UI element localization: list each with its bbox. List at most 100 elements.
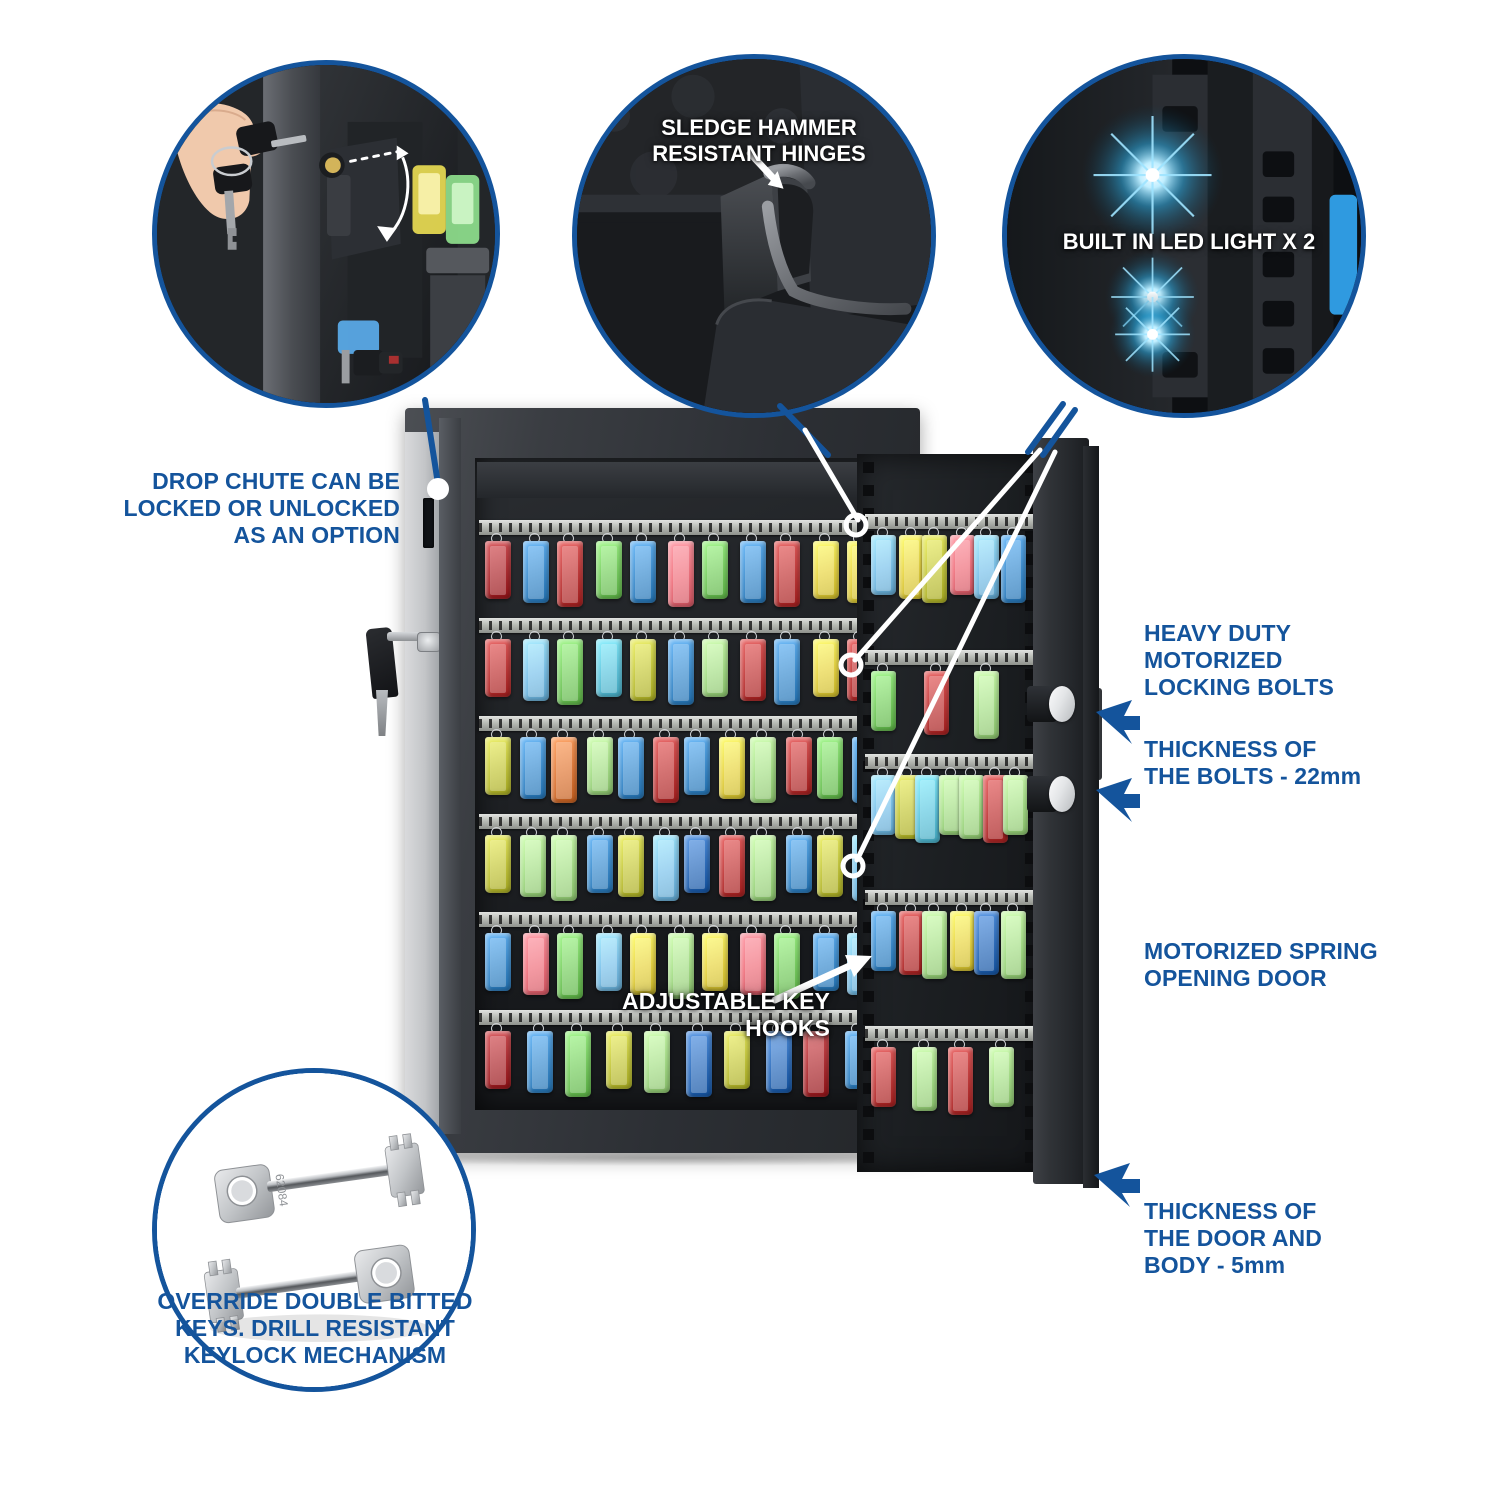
key-tag[interactable]: [922, 535, 948, 603]
key-tag[interactable]: [617, 835, 644, 897]
key-tag[interactable]: [595, 639, 622, 697]
key-tag[interactable]: [606, 1031, 633, 1089]
key-tag[interactable]: [595, 933, 622, 991]
key-tag[interactable]: [898, 535, 924, 599]
key-tag[interactable]: [871, 911, 896, 971]
key-tag[interactable]: [686, 1031, 712, 1097]
key-tag[interactable]: [812, 541, 839, 599]
key-hook-rail[interactable]: [865, 514, 1033, 529]
key-tag[interactable]: [586, 835, 613, 893]
key-tag[interactable]: [485, 737, 511, 795]
key-tag[interactable]: [959, 775, 984, 839]
cabinet-door[interactable]: [857, 438, 1105, 1196]
key-tag[interactable]: [523, 639, 550, 701]
key-tag[interactable]: [871, 775, 896, 835]
key-tag[interactable]: [723, 1031, 750, 1089]
key-tag[interactable]: [652, 737, 679, 803]
key-tag[interactable]: [871, 535, 896, 595]
label-locking-bolts: HEAVY DUTY MOTORIZED LOCKING BOLTS: [1144, 620, 1334, 701]
key-tag[interactable]: [564, 1031, 591, 1097]
key-hook-rail[interactable]: [865, 650, 1033, 665]
key-tag[interactable]: [812, 933, 839, 991]
svg-text:62084: 62084: [272, 1173, 289, 1208]
key-tag[interactable]: [1003, 775, 1028, 835]
key-tag[interactable]: [1001, 535, 1027, 603]
key-tag[interactable]: [973, 911, 999, 975]
key-tag[interactable]: [785, 737, 812, 795]
key-tag[interactable]: [629, 933, 656, 995]
key-hook-rail[interactable]: [865, 890, 1033, 905]
key-tag[interactable]: [684, 835, 710, 893]
key-tag[interactable]: [924, 671, 950, 735]
key-tag[interactable]: [557, 933, 584, 999]
key-hook-rail[interactable]: [479, 520, 891, 535]
key-tag[interactable]: [652, 835, 679, 901]
key-tag[interactable]: [774, 639, 801, 705]
key-tag[interactable]: [520, 835, 547, 897]
key-tag[interactable]: [617, 737, 644, 799]
key-tag[interactable]: [644, 1031, 671, 1093]
key-tag[interactable]: [719, 737, 746, 799]
key-tag[interactable]: [948, 1047, 973, 1115]
key-hook-rail[interactable]: [479, 618, 891, 633]
key-tag[interactable]: [485, 541, 511, 599]
key-tag[interactable]: [586, 737, 613, 795]
key-hook-rail[interactable]: [479, 1010, 891, 1025]
key-tag[interactable]: [595, 541, 622, 599]
key-tag[interactable]: [812, 639, 839, 697]
key-tag[interactable]: [551, 737, 578, 803]
key-tag[interactable]: [684, 737, 710, 795]
key-tag[interactable]: [485, 835, 511, 893]
key-tag[interactable]: [485, 639, 511, 697]
key-tag[interactable]: [667, 541, 694, 607]
key-tag[interactable]: [702, 639, 729, 697]
key-tag[interactable]: [785, 835, 812, 893]
key-tag[interactable]: [750, 835, 777, 901]
key-tag[interactable]: [816, 737, 843, 799]
key-tag[interactable]: [485, 1031, 511, 1089]
key-tag[interactable]: [973, 671, 999, 739]
door-front-face: [1083, 446, 1099, 1188]
key-tag[interactable]: [520, 737, 547, 799]
key-tag[interactable]: [915, 775, 940, 843]
key-tag[interactable]: [740, 933, 767, 995]
key-tag[interactable]: [740, 541, 767, 603]
key-tag[interactable]: [1001, 911, 1027, 979]
key-tag[interactable]: [557, 639, 584, 705]
key-tag[interactable]: [871, 671, 896, 731]
key-tag[interactable]: [950, 911, 975, 971]
cabinet-interior-top-bar: [477, 462, 893, 498]
key-hook-rail[interactable]: [479, 716, 891, 731]
key-tag[interactable]: [973, 535, 999, 599]
label-drop-chute: DROP CHUTE CAN BE LOCKED OR UNLOCKED AS …: [123, 468, 400, 549]
key-tag[interactable]: [803, 1031, 830, 1097]
key-tag[interactable]: [667, 639, 694, 705]
key-tag[interactable]: [740, 639, 767, 701]
key-tag[interactable]: [988, 1047, 1014, 1107]
key-tag[interactable]: [702, 541, 729, 599]
key-hook-rail[interactable]: [479, 814, 891, 829]
key-tag[interactable]: [765, 1031, 792, 1093]
key-tag[interactable]: [816, 835, 843, 897]
key-tag[interactable]: [871, 1047, 896, 1107]
key-tag[interactable]: [629, 541, 656, 603]
key-tag[interactable]: [950, 535, 975, 595]
key-tag[interactable]: [523, 541, 550, 603]
cabinet-left-edge: [439, 418, 461, 1134]
key-tag[interactable]: [485, 933, 511, 991]
key-tag[interactable]: [702, 933, 729, 991]
key-tag[interactable]: [667, 933, 694, 999]
key-hook-rail[interactable]: [865, 1026, 1033, 1041]
key-tag[interactable]: [922, 911, 948, 979]
key-tag[interactable]: [557, 541, 584, 607]
key-tag[interactable]: [898, 911, 924, 975]
key-tag[interactable]: [551, 835, 578, 901]
key-tag[interactable]: [911, 1047, 937, 1111]
key-tag[interactable]: [629, 639, 656, 701]
key-tag[interactable]: [750, 737, 777, 803]
key-tag[interactable]: [774, 541, 801, 607]
key-tag[interactable]: [719, 835, 746, 897]
key-tag[interactable]: [526, 1031, 553, 1093]
key-tag[interactable]: [523, 933, 550, 995]
key-hook-rail[interactable]: [479, 912, 891, 927]
